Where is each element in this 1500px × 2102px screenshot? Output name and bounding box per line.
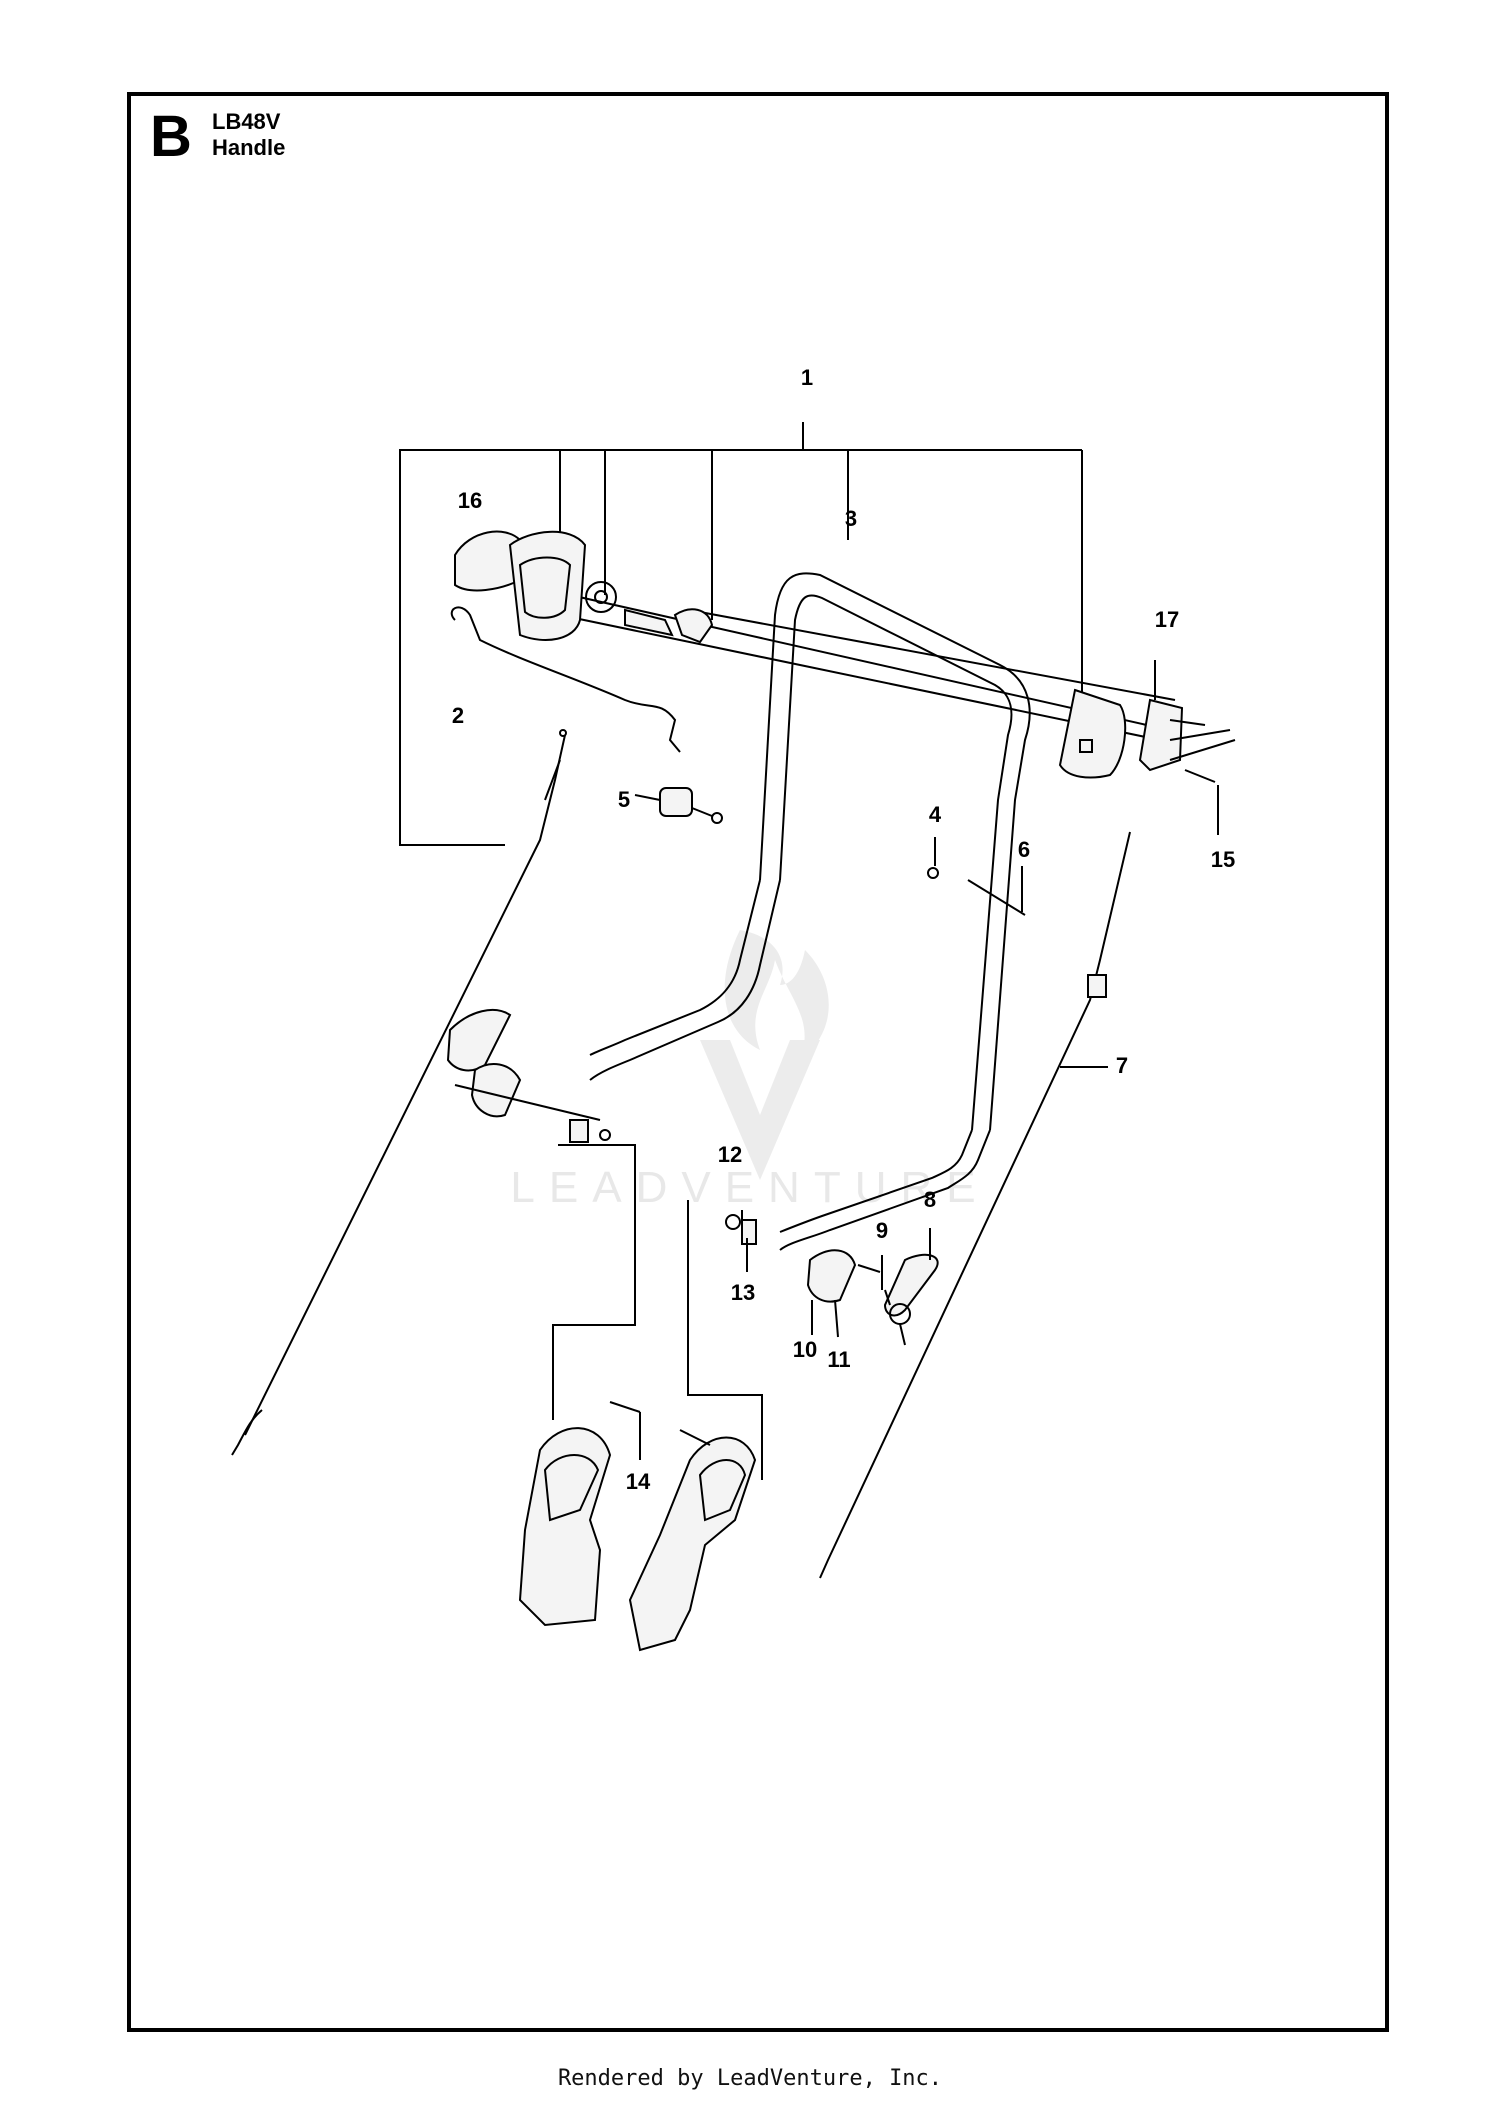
callout-6: 6 [1017,837,1031,862]
bracket-line-1 [399,449,803,846]
part-14-right-adjuster [628,1436,757,1652]
watermark-logo [700,930,829,1180]
callout-12: 12 [717,1142,743,1167]
part-left-cable [244,734,566,1436]
callout-7: 7 [1115,1053,1129,1078]
part-6-bolt [967,879,1026,916]
part-5-clip [659,787,693,817]
part-17-plate [1138,698,1184,772]
part-2-bail [450,606,681,753]
section-letter: B [150,104,192,169]
watermark-text: LEADVENTURE [510,1163,989,1212]
callout-2: 2 [451,703,465,728]
callout-9: 9 [875,1218,889,1243]
part-12-nut [725,1214,741,1230]
part-16-cover [454,530,521,592]
part-13-spring [741,1219,757,1245]
footer-credit: Rendered by LeadVenture, Inc. [557,2066,943,2091]
part-console-housing [508,530,587,641]
callout-10: 10 [792,1337,818,1362]
callout-11: 11 [827,1347,851,1372]
callout-17: 17 [1154,607,1180,632]
part-10-bracket [806,1249,857,1303]
callout-8: 8 [923,1187,937,1212]
diagram-subtitle: Handle [212,135,286,160]
callout-14: 14 [625,1469,651,1494]
callout-15: 15 [1210,847,1236,872]
part-8-lever [883,1253,939,1317]
part-4-nut [927,867,939,879]
part-7-cable [819,831,1131,1579]
callout-4: 4 [928,802,942,827]
model-name: LB48V [212,109,281,134]
part-knob [585,581,617,613]
part-right-housing [1058,688,1127,779]
callout-5: 5 [617,787,631,812]
diagram-frame [127,92,1389,2032]
part-14-left-adjuster [518,1427,612,1627]
callout-16: 16 [457,488,483,513]
callout-3: 3 [844,506,858,531]
part-left-lever [446,1009,512,1072]
handle-upper-inner [779,594,1013,1131]
handle-upper-outer [759,572,1031,1131]
callout-1: 1 [800,365,814,390]
callout-13: 13 [730,1280,756,1305]
